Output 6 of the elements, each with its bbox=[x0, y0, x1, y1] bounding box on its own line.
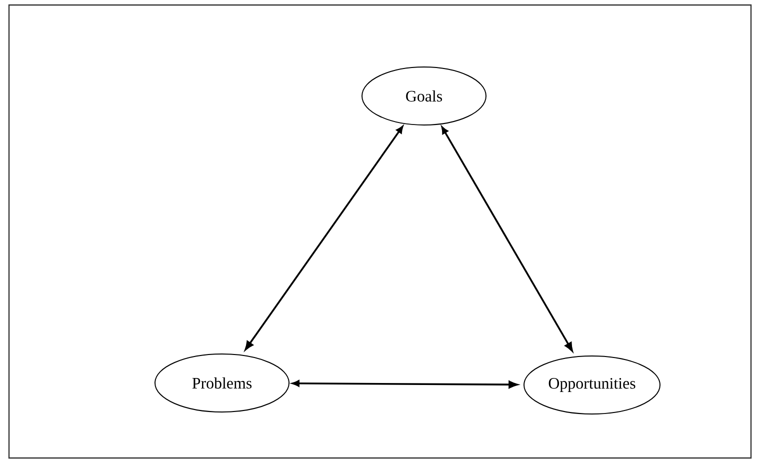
ellipse-node: Problems bbox=[154, 354, 290, 412]
double-arrow bbox=[441, 126, 573, 352]
ellipse-node: Opportunities bbox=[524, 356, 660, 414]
ellipse-node: Goals bbox=[362, 66, 486, 126]
double-arrow bbox=[244, 126, 404, 350]
double-arrow bbox=[292, 380, 518, 388]
